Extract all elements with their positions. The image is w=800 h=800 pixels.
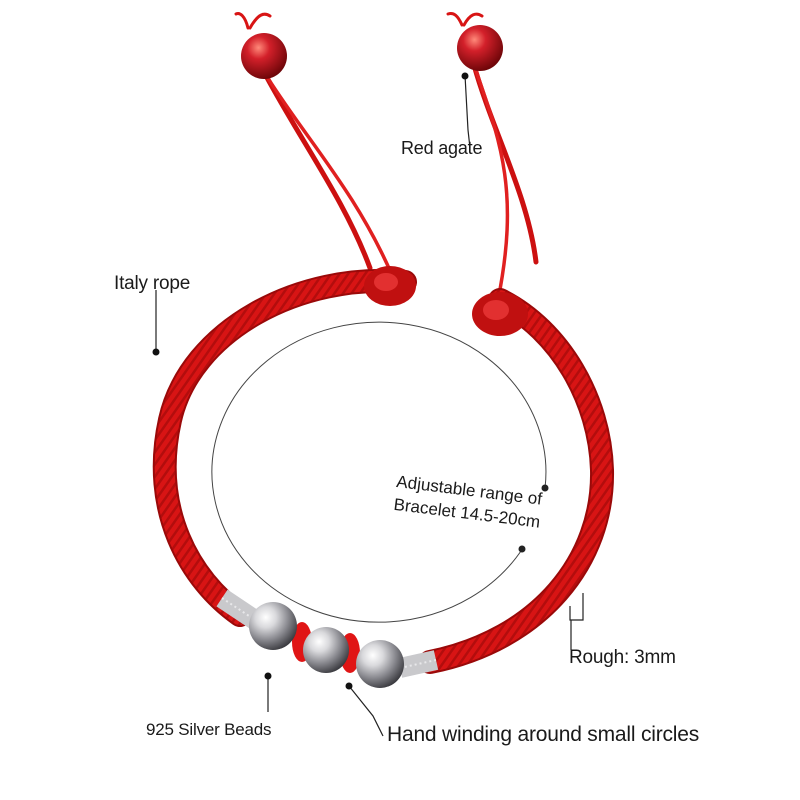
silver-beads-label: 925 Silver Beads bbox=[146, 720, 272, 739]
silver-bead-1 bbox=[249, 602, 297, 650]
silver-bead-3 bbox=[356, 640, 404, 688]
callout-lines bbox=[155, 74, 584, 737]
red-agate-bead-right bbox=[457, 25, 503, 71]
bracelet-rope bbox=[152, 266, 615, 674]
italy-rope-label: Italy rope bbox=[114, 273, 191, 294]
rough-label: Rough: 3mm bbox=[569, 647, 676, 668]
range-circle bbox=[211, 321, 549, 623]
callout-dots bbox=[152, 72, 469, 690]
adjustable-cords bbox=[234, 12, 539, 302]
silver-bead-2 bbox=[303, 627, 349, 673]
red-agate-label: Red agate bbox=[401, 138, 483, 158]
hand-winding-label: Hand winding around small circles bbox=[387, 723, 700, 746]
red-agate-bead-left bbox=[241, 33, 287, 79]
